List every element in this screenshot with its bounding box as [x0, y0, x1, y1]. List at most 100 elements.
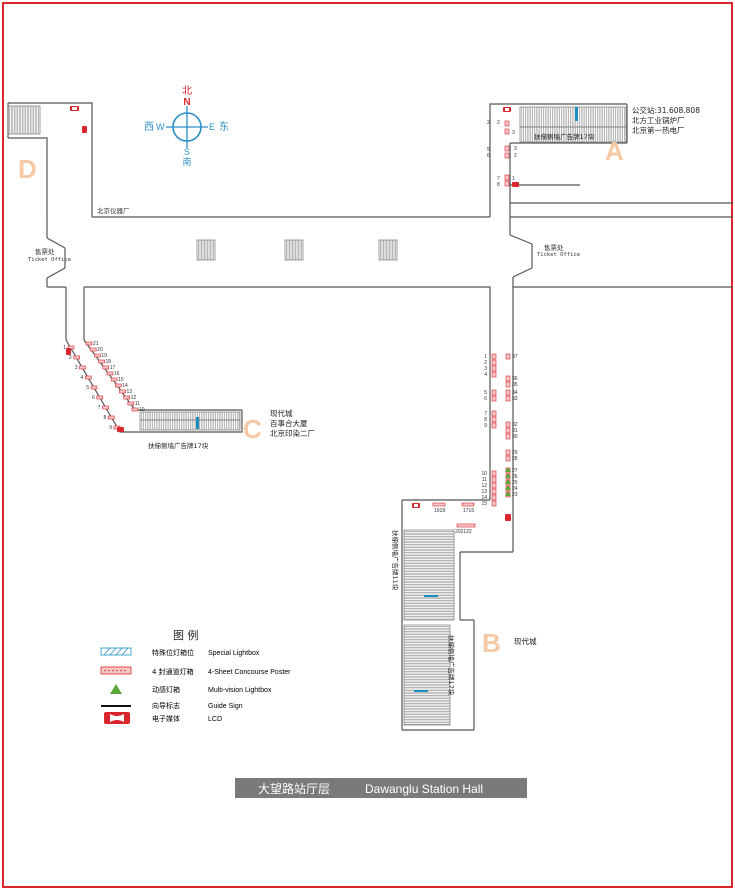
- concourse-poster: [505, 433, 511, 440]
- poster-number: 26: [512, 474, 518, 480]
- concourse-poster: [96, 395, 104, 400]
- concourse-poster: [491, 389, 497, 396]
- wall-inner-block: [84, 286, 491, 500]
- poster-number: 8: [103, 415, 106, 421]
- poster-number: 10: [481, 471, 487, 477]
- concourse-poster: [491, 482, 497, 489]
- exit-a-dest-2: 北方工业锅炉厂: [632, 115, 685, 125]
- poster-number: 18: [106, 359, 112, 365]
- concourse-poster: [456, 523, 476, 528]
- poster-number: 27: [512, 468, 518, 474]
- poster-number: 8: [497, 182, 500, 188]
- poster-number: 4: [80, 375, 83, 381]
- escalator: [403, 624, 451, 726]
- svg-text:4 封通道灯箱: 4 封通道灯箱: [152, 667, 194, 676]
- lcd-units: [66, 106, 519, 521]
- legend-item-special-lightbox: 特殊位灯箱位 Special Lightbox: [100, 647, 260, 657]
- concourse-poster: [85, 341, 93, 346]
- poster-number: 14: [481, 495, 487, 501]
- concourse-poster: [491, 422, 497, 429]
- legend-item-guide-sign: 向导标志 Guide Sign: [101, 701, 243, 710]
- compass-east-cn: 东: [219, 120, 229, 133]
- concourse-poster: [505, 395, 511, 402]
- concourse-poster: [73, 355, 81, 360]
- wall-a-outer: [489, 103, 627, 217]
- poster-number: 4: [484, 372, 487, 378]
- concourse-poster: [119, 389, 126, 394]
- poster-number: 9: [484, 423, 487, 429]
- multivision-lightbox: [505, 479, 511, 484]
- special-lightbox: [575, 107, 578, 121]
- compass: 北 N S 南 西 W E 东: [144, 85, 229, 168]
- concourse-poster: [106, 371, 114, 376]
- poster-number: 8: [484, 417, 487, 423]
- poster-number: 29: [512, 450, 518, 456]
- escalator: [139, 411, 241, 421]
- exit-a-dest-1: 公交站:31.608.808: [632, 105, 700, 115]
- special-lightbox: [414, 690, 428, 692]
- concourse-poster: [432, 502, 446, 507]
- poster-number: 28: [512, 456, 518, 462]
- special-lightbox: [424, 595, 438, 597]
- concourse-poster: [123, 395, 130, 400]
- svg-text:Guide Sign: Guide Sign: [208, 703, 243, 710]
- concourse-poster: [491, 410, 497, 417]
- concourse-poster: [504, 128, 510, 135]
- concourse-poster: [504, 120, 510, 127]
- exit-a-letter: A: [605, 136, 624, 166]
- poster-number: 36: [512, 376, 518, 382]
- stair-label-a: 扶梯侧墙广告牌17块: [534, 132, 595, 141]
- concourse-poster: [491, 470, 497, 477]
- place-instrument-factory: 北京仪器厂: [97, 206, 130, 215]
- wall-d-inner: [8, 137, 48, 217]
- poster-number: 31: [512, 428, 518, 434]
- compass-east-en: E: [209, 122, 215, 132]
- wall-d-outer: [8, 102, 93, 217]
- concourse-poster: [505, 353, 511, 360]
- poster-number: 30: [512, 434, 518, 440]
- poster-number: 34: [512, 390, 518, 396]
- concourse-poster: [491, 395, 497, 402]
- poster-number: 2: [69, 355, 72, 361]
- concourse-poster: [94, 353, 101, 358]
- escalator: [519, 126, 627, 143]
- poster-number: 7: [497, 176, 500, 182]
- exit-a-dest-3: 北京第一热电厂: [632, 125, 685, 135]
- wall-a-bottom: [509, 184, 580, 203]
- poster-number: 13: [126, 389, 132, 395]
- poster-number: 9: [109, 425, 112, 431]
- concourse-poster: [491, 488, 497, 495]
- stair-label-b2: 扶梯侧墙广告牌17块: [447, 635, 456, 696]
- poster-number: 11: [135, 401, 140, 407]
- station-walls: [7, 102, 733, 731]
- concourse-poster: [491, 359, 497, 366]
- poster-number: 3: [75, 365, 78, 371]
- exit-c-dest-3: 北京印染二厂: [270, 428, 315, 438]
- exit-d-letter: D: [18, 154, 37, 184]
- svg-text:电子媒体: 电子媒体: [152, 714, 180, 723]
- concourse-poster: [491, 353, 497, 360]
- svg-text:4-Sheet Concourse Poster: 4-Sheet Concourse Poster: [208, 669, 291, 676]
- svg-text:特殊位灯箱位: 特殊位灯箱位: [152, 648, 194, 657]
- poster-number: 1: [512, 176, 515, 182]
- poster-number: 6: [487, 153, 490, 159]
- concourse-poster: [505, 381, 511, 388]
- stair-label-b1: 扶梯侧墙广告牌11块: [391, 530, 400, 591]
- concourse-poster: [110, 377, 118, 382]
- poster-number: 13: [481, 489, 487, 495]
- compass-west-en: W: [156, 122, 165, 132]
- poster-number: 3: [514, 146, 517, 152]
- poster-number: 19: [101, 353, 107, 359]
- stair-label-c: 扶梯侧墙广告牌17块: [148, 441, 209, 450]
- svg-text:Multi-vision Lightbox: Multi-vision Lightbox: [208, 687, 272, 694]
- poster-number: 1: [484, 354, 487, 360]
- concourse-poster: [491, 476, 497, 483]
- legend-item-multivision: 动感灯箱 Multi-vision Lightbox: [110, 684, 272, 694]
- svg-text:LCD: LCD: [208, 716, 222, 723]
- poster-number: 15: [481, 501, 487, 507]
- multivision-lightbox: [505, 491, 511, 496]
- poster-number: 24: [512, 486, 518, 492]
- concourse-poster: [491, 371, 497, 378]
- title-cn: 大望路站厅层: [258, 781, 330, 796]
